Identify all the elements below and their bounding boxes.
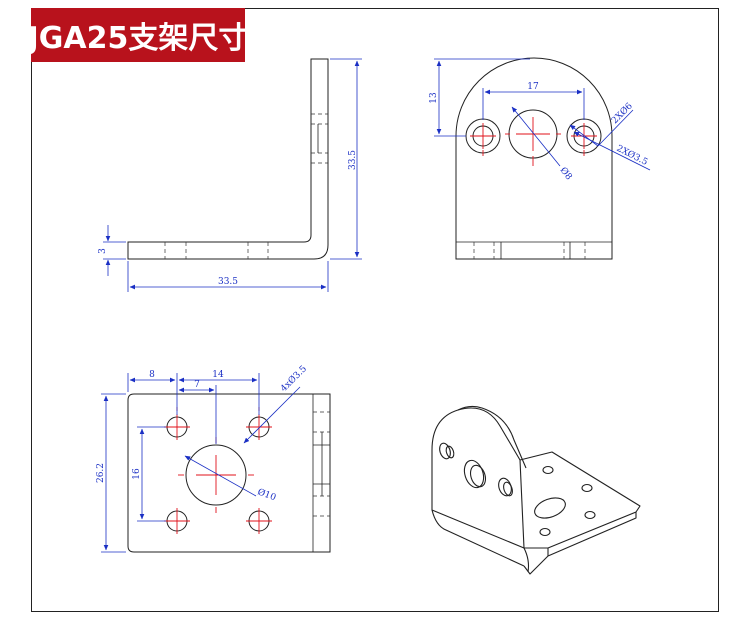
base-plate-outline	[127, 393, 331, 553]
iso-bend-line	[523, 547, 530, 573]
iso-vertical-plate-face	[431, 407, 525, 549]
iso-vertical-hole-right-inner	[503, 481, 513, 497]
dim-front-hole-spacing-label: 17	[527, 82, 539, 92]
dim-base-edge-offset-label: 8	[149, 370, 155, 380]
iso-vertical-hole-left-inner	[445, 445, 455, 459]
iso-vertical-hole-center	[463, 459, 485, 489]
iso-base-hole-1	[542, 465, 554, 475]
leader-base-hole-spec-label: 4xØ3.5	[278, 363, 309, 394]
dim-front-top-offset: 13	[429, 58, 530, 137]
iso-vertical-plate-back	[457, 405, 527, 469]
dim-base-height: 26.2	[96, 393, 126, 553]
iso-base-hole-2	[581, 483, 593, 493]
front-view: 13 17 2XØ6 2XØ3.5 Ø8	[429, 57, 651, 260]
leader-base-hole-spec: 4xØ3.5	[243, 363, 309, 444]
drawing-frame	[31, 8, 719, 612]
dim-base-hole-spacing-x-label: 14	[212, 370, 224, 380]
iso-base-hole-center	[534, 497, 566, 519]
leader-front-small-hole-label: 2XØ6	[609, 100, 635, 126]
leader-front-center-hole-label: Ø8	[558, 165, 575, 182]
dim-base-hole-spacing-y-label: 16	[132, 468, 142, 480]
front-hidden-lines	[473, 242, 586, 259]
title-badge: JGA25支架尺寸	[28, 8, 248, 62]
dim-front-top-offset-label: 13	[429, 92, 439, 104]
dim-side-height: 33.5	[330, 58, 362, 260]
dim-side-thickness: 3	[98, 225, 126, 276]
front-plate-outline	[455, 57, 613, 260]
iso-base-plate-top	[519, 451, 641, 549]
side-view: 33.5 3 33.5	[98, 58, 362, 292]
iso-base-plate-edge	[523, 512, 637, 575]
base-hidden-lines	[313, 411, 330, 517]
iso-base-hole-3	[539, 527, 551, 537]
leader-base-center-hole: Ø10	[184, 455, 278, 503]
iso-vertical-hole-left	[439, 442, 451, 460]
isometric-view	[431, 405, 641, 575]
leader-front-center-hole: Ø8	[511, 106, 575, 182]
leader-front-small-hole-label-2: 2XØ3.5	[615, 143, 650, 168]
leader-front-small-hole-outer: 2XØ6	[569, 100, 635, 147]
base-centerlines	[164, 407, 272, 534]
dim-front-hole-spacing: 17	[482, 82, 585, 120]
dim-base-height-label: 26.2	[96, 463, 106, 483]
dim-base-center-offset-label: 7	[194, 380, 200, 390]
iso-vertical-plate-edge	[431, 509, 525, 567]
side-profile-outline	[127, 58, 329, 260]
iso-base-hole-4	[584, 510, 596, 520]
side-hidden-holes-vertical	[311, 113, 328, 164]
dim-base-edge-offset: 8	[127, 370, 178, 415]
dim-side-length: 33.5	[127, 261, 329, 292]
base-view: 8 14 7 4xØ3.5 16 2	[96, 363, 331, 553]
page-title: JGA25支架尺寸	[27, 21, 249, 56]
dim-side-thickness-label: 3	[98, 248, 108, 254]
leader-base-center-hole-label: Ø10	[256, 486, 278, 503]
dim-base-center-offset: 7	[178, 380, 217, 444]
dim-base-hole-spacing-x: 14	[178, 370, 260, 415]
iso-vertical-hole-center-inner	[469, 464, 487, 488]
front-centerlines	[470, 117, 597, 166]
side-hidden-holes-horizontal	[164, 242, 269, 259]
dim-side-height-label: 33.5	[348, 150, 358, 170]
base-center-hole	[185, 444, 247, 506]
dim-side-length-label: 33.5	[218, 277, 238, 287]
dim-base-hole-spacing-y: 16	[132, 426, 166, 522]
